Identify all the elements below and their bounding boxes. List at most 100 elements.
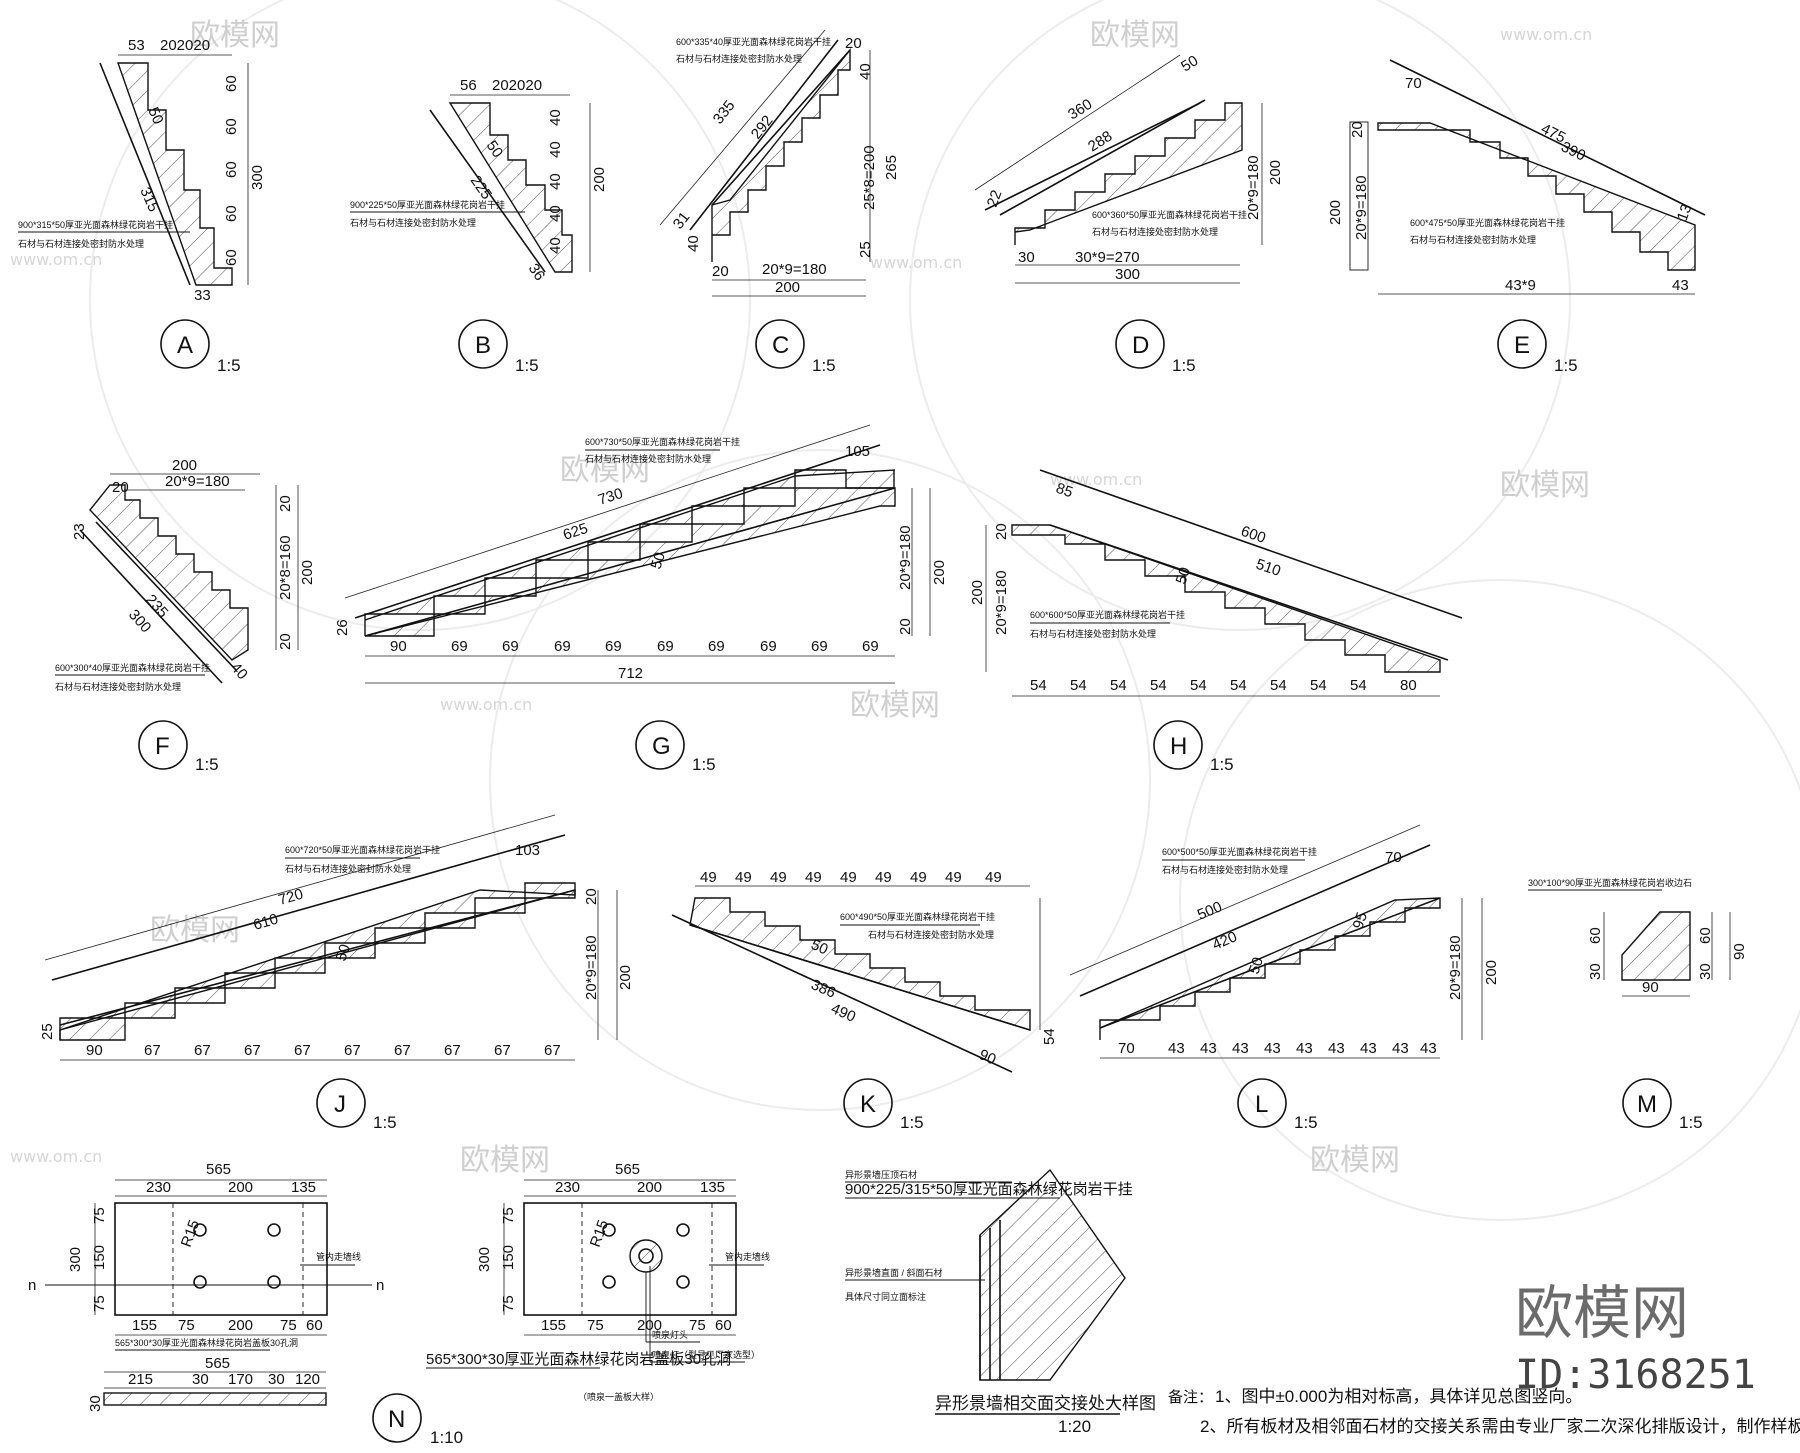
dim-text: 25 (39, 1023, 56, 1040)
detail-n-plan-2: 565 230 200 135 75 150 75 300 155 75 200… (426, 1161, 770, 1402)
dim-text: 20 (277, 633, 294, 650)
detail-n-scale: 1:10 (430, 1428, 463, 1447)
dim-text: 40 (547, 237, 564, 254)
detail-junction: 异形景墙压顶石材 900*225/315*50厚亚光面森林绿花岗岩干挂 异形景墙… (845, 1168, 1156, 1436)
dim-text: 43 (1200, 1040, 1217, 1057)
dim-text: 70 (1385, 849, 1402, 866)
dim-text: 360 (1065, 96, 1095, 124)
dim-text: 85 (1054, 480, 1075, 502)
watermark-site: www.om.cn (10, 250, 102, 269)
dim-run-row: 90 69 69 69 69 69 69 69 69 69 (390, 638, 879, 655)
detail-c-marker (755, 319, 805, 369)
dim-text: 75 (587, 1317, 604, 1334)
detail-b-scale: 1:5 (515, 356, 539, 375)
detail-g: 105 730 625 50 20*9=180 200 26 20 90 69 … (334, 424, 948, 774)
dim-text: 95 (1350, 910, 1371, 931)
detail-l-label: L (1255, 1091, 1268, 1118)
detail-j-scale: 1:5 (373, 1113, 397, 1132)
dim-text: 315 (136, 185, 162, 215)
dim-text: 20*9=180 (762, 261, 827, 278)
dim-text: 43 (1328, 1040, 1345, 1057)
dim-text: 20 (112, 479, 129, 496)
dim-text: 200 (637, 1179, 662, 1196)
dim-text: 49 (770, 869, 787, 886)
dim-text: 20 (1349, 121, 1366, 138)
detail-b: 56 202020 40 40 40 40 40 200 225 50 36 9… (350, 77, 608, 375)
dim-text: 30 (87, 1395, 104, 1412)
dim-text: 54 (1350, 677, 1367, 694)
dim-text: 53 (128, 37, 145, 54)
material-note: 565*300*30厚亚光面森林绿花岗岩盖板30孔洞 (426, 1350, 731, 1368)
material-note: 石材与石材连接处密封防水处理 (868, 929, 994, 940)
junction-note: 异形景墙直面 / 斜面石材 (845, 1267, 943, 1278)
dim-text: 43 (1360, 1040, 1377, 1057)
dim-text: 60 (223, 118, 240, 135)
dim-text: 70 (1118, 1040, 1135, 1057)
dim-text: 490 (828, 1000, 858, 1026)
dim-text: 30 (1697, 963, 1714, 980)
dim-text: 20*9=180 (1245, 155, 1262, 220)
dim-text: 54 (1230, 677, 1247, 694)
detail-c: 335 292 20 40 25*8=200 265 25 31 40 20 2… (659, 29, 900, 375)
dim-text: 60 (223, 249, 240, 266)
material-note: 900*225*50厚亚光面森林绿花岗岩干挂 (350, 199, 505, 210)
dim-text: 230 (555, 1179, 580, 1196)
detail-f-section (89, 484, 249, 661)
dim-run-row: 54 54 54 54 54 54 54 54 54 80 (1030, 677, 1417, 694)
dim-text: 720 (276, 886, 305, 909)
detail-a-section (117, 62, 233, 286)
dim-text: 90 (1642, 979, 1659, 996)
dim-text: 20 (277, 495, 294, 512)
material-note: 石材与石材连接处密封防水处理 (1092, 226, 1218, 237)
dim-text: 200 (1327, 200, 1344, 225)
watermark-brand: 欧模网 (1500, 468, 1590, 503)
dim-text: 30*9=270 (1075, 249, 1140, 266)
notes-head: 备注： (1168, 1389, 1213, 1406)
dim-text: 103 (515, 842, 540, 859)
detail-m-section (1621, 911, 1691, 981)
detail-c-label: C (772, 332, 789, 359)
dim-text: 60 (223, 161, 240, 178)
dim-text: 67 (394, 1042, 411, 1059)
dim-text: 40 (227, 659, 251, 683)
detail-f: 200 20 20*9=180 20 20*8=160 200 20 23 23… (55, 457, 316, 774)
dim-text: 20*9=180 (993, 570, 1010, 635)
detail-l-marker (1237, 1078, 1287, 1128)
dim-text: 20*9=180 (165, 473, 230, 490)
detail-l-section (1099, 897, 1441, 1040)
watermark-site: www.om.cn (1500, 25, 1592, 44)
detail-b-section (448, 102, 573, 273)
dim-text: 170 (228, 1371, 253, 1388)
dim-text: 20*9=180 (1447, 935, 1464, 1000)
dim-text: 60 (223, 75, 240, 92)
dim-text: 135 (291, 1179, 316, 1196)
material-note: 565*300*30厚亚光面森林绿花岗岩盖板30孔洞 (115, 1337, 298, 1348)
detail-d-scale: 1:5 (1172, 356, 1196, 375)
dim-text: 50 (1173, 565, 1194, 586)
detail-k: 49 49 49 49 49 49 49 49 49 50 386 490 90… (671, 869, 1058, 1132)
dim-text: 31 (670, 209, 694, 233)
dim-text: 105 (845, 443, 870, 460)
detail-e: 70 475 390 20 200 20*9=180 13 43*9 43 60… (1327, 59, 1706, 375)
dim-text: 67 (194, 1042, 211, 1059)
dim-text: 49 (805, 869, 822, 886)
detail-k-label: K (860, 1091, 876, 1118)
dim-text: 50 (1178, 52, 1201, 75)
dim-text: 300 (1115, 266, 1140, 283)
lamp-caption: （喷泉一盖板大样） (578, 1391, 659, 1402)
dim-text: 69 (605, 638, 622, 655)
detail-l-scale: 1:5 (1294, 1113, 1318, 1132)
dim-text: 625 (561, 520, 590, 544)
material-note: 600*490*50厚亚光面森林绿花岗岩干挂 (840, 911, 995, 922)
dim-text: 75 (689, 1317, 706, 1334)
detail-n-section: 565 215 30 170 30 120 30 N 1:10 (87, 1355, 463, 1447)
watermark-site: www.om.cn (440, 695, 532, 714)
detail-d: 360 50 288 22 20*9=180 200 30 30*9=270 3… (974, 52, 1284, 375)
material-note: 石材与石材连接处密封防水处理 (18, 238, 144, 249)
detail-n-plan-1: n n 565 230 200 135 75 150 75 300 155 75… (28, 1161, 384, 1351)
dim-text: 43*9 (1505, 277, 1536, 294)
dim-text: 56 (460, 77, 477, 94)
detail-k-scale: 1:5 (900, 1113, 924, 1132)
dim-text: 40 (547, 141, 564, 158)
